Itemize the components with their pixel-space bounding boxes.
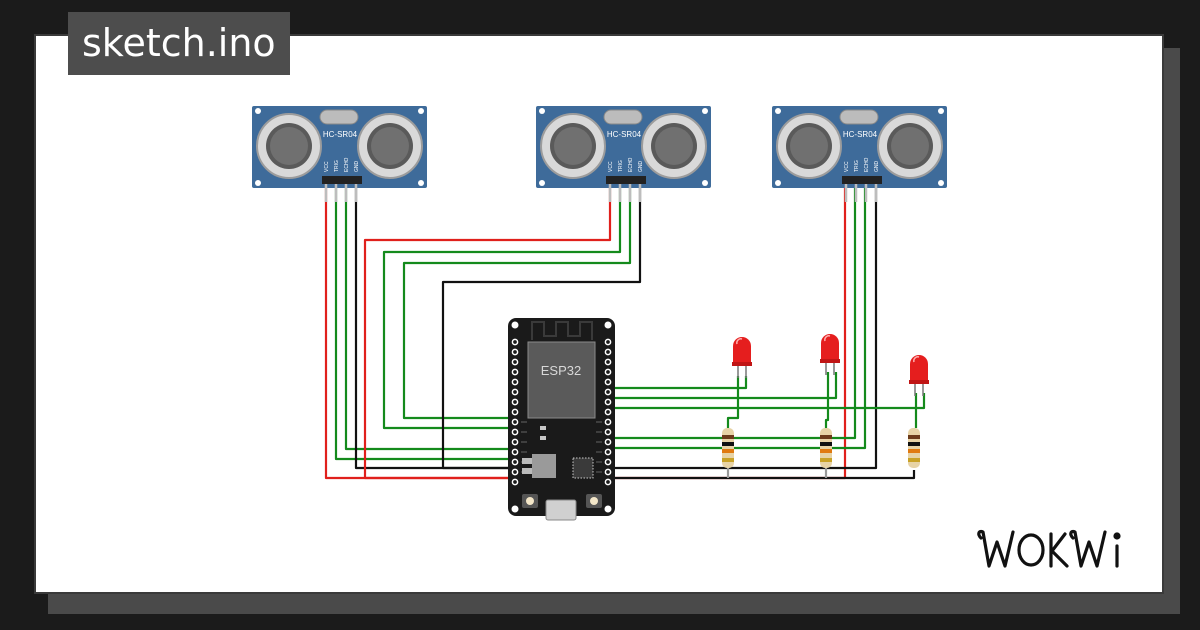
pin-label-gnd: GND — [354, 161, 360, 173]
crystal — [603, 109, 643, 125]
pins-left — [511, 338, 519, 486]
pin-label-vcc: VCC — [324, 161, 330, 172]
resistor-3[interactable] — [908, 428, 920, 468]
sensor-1[interactable]: HC-SR04 VCC TRIG ECHO GND — [252, 106, 427, 202]
wire-s2-vcc[interactable] — [363, 186, 612, 480]
wire-res-gnd[interactable] — [606, 470, 916, 480]
wire-s2-trig[interactable] — [382, 186, 622, 430]
led-1[interactable] — [732, 337, 752, 378]
sensor-3[interactable]: HC-SR04 VCC TRIG ECHO GND — [772, 106, 947, 202]
pin-label-trig: TRIG — [854, 160, 860, 172]
sketch-title-tab[interactable]: sketch.ino — [68, 12, 290, 75]
resistor-2[interactable] — [820, 428, 832, 468]
sensor-2[interactable]: HC-SR04 VCC TRIG ECHO GND — [536, 106, 711, 202]
crystal — [319, 109, 359, 125]
wire-s1-vcc[interactable] — [324, 186, 514, 480]
pin-label-gnd: GND — [638, 161, 644, 173]
pin-header — [606, 176, 646, 184]
wire-led2[interactable] — [606, 372, 838, 400]
antenna-trace — [531, 321, 593, 340]
led-2[interactable] — [820, 334, 840, 375]
wire-led1-res[interactable] — [726, 376, 740, 428]
wire-s1-trig[interactable] — [334, 186, 514, 461]
wokwi-logo — [977, 529, 1121, 568]
usb-chip — [572, 457, 594, 479]
voltage-regulator — [532, 454, 556, 478]
wire-s2-echo[interactable] — [402, 186, 632, 420]
pin-label-echo: ECHO — [864, 157, 870, 172]
sensor-model-label: HC-SR04 — [607, 130, 642, 139]
pin-label-gnd: GND — [874, 161, 880, 173]
pin-label-vcc: VCC — [844, 161, 850, 172]
crystal — [839, 109, 879, 125]
pin-header — [842, 176, 882, 184]
wire-s1-gnd[interactable] — [354, 186, 514, 470]
wire-s2-gnd[interactable] — [441, 186, 642, 470]
pin-label-echo: ECHO — [628, 157, 634, 172]
sensor-model-label: HC-SR04 — [843, 130, 878, 139]
resistor-1[interactable] — [722, 428, 734, 468]
sensor-model-label: HC-SR04 — [323, 130, 358, 139]
pin-header — [322, 176, 362, 184]
pins-right — [604, 338, 612, 486]
wire-led2-res[interactable] — [824, 372, 830, 428]
led-3[interactable] — [909, 355, 929, 396]
pin-label-trig: TRIG — [334, 160, 340, 172]
wire-s3-trig[interactable] — [606, 186, 857, 440]
pin-label-vcc: VCC — [608, 161, 614, 172]
pin-label-trig: TRIG — [618, 160, 624, 172]
wire-s3-gnd[interactable] — [606, 186, 878, 470]
wires — [324, 186, 926, 480]
wire-s3-echo[interactable] — [606, 186, 867, 450]
wire-led3[interactable] — [606, 393, 926, 410]
wifi-module — [527, 341, 596, 419]
usb-port — [545, 499, 577, 521]
esp32-board[interactable]: ESP32 — [508, 318, 615, 521]
wire-s1-echo[interactable] — [344, 186, 514, 451]
wire-led1[interactable] — [606, 376, 748, 390]
pin-label-echo: ECHO — [344, 157, 350, 172]
board-label: ESP32 — [541, 363, 581, 378]
